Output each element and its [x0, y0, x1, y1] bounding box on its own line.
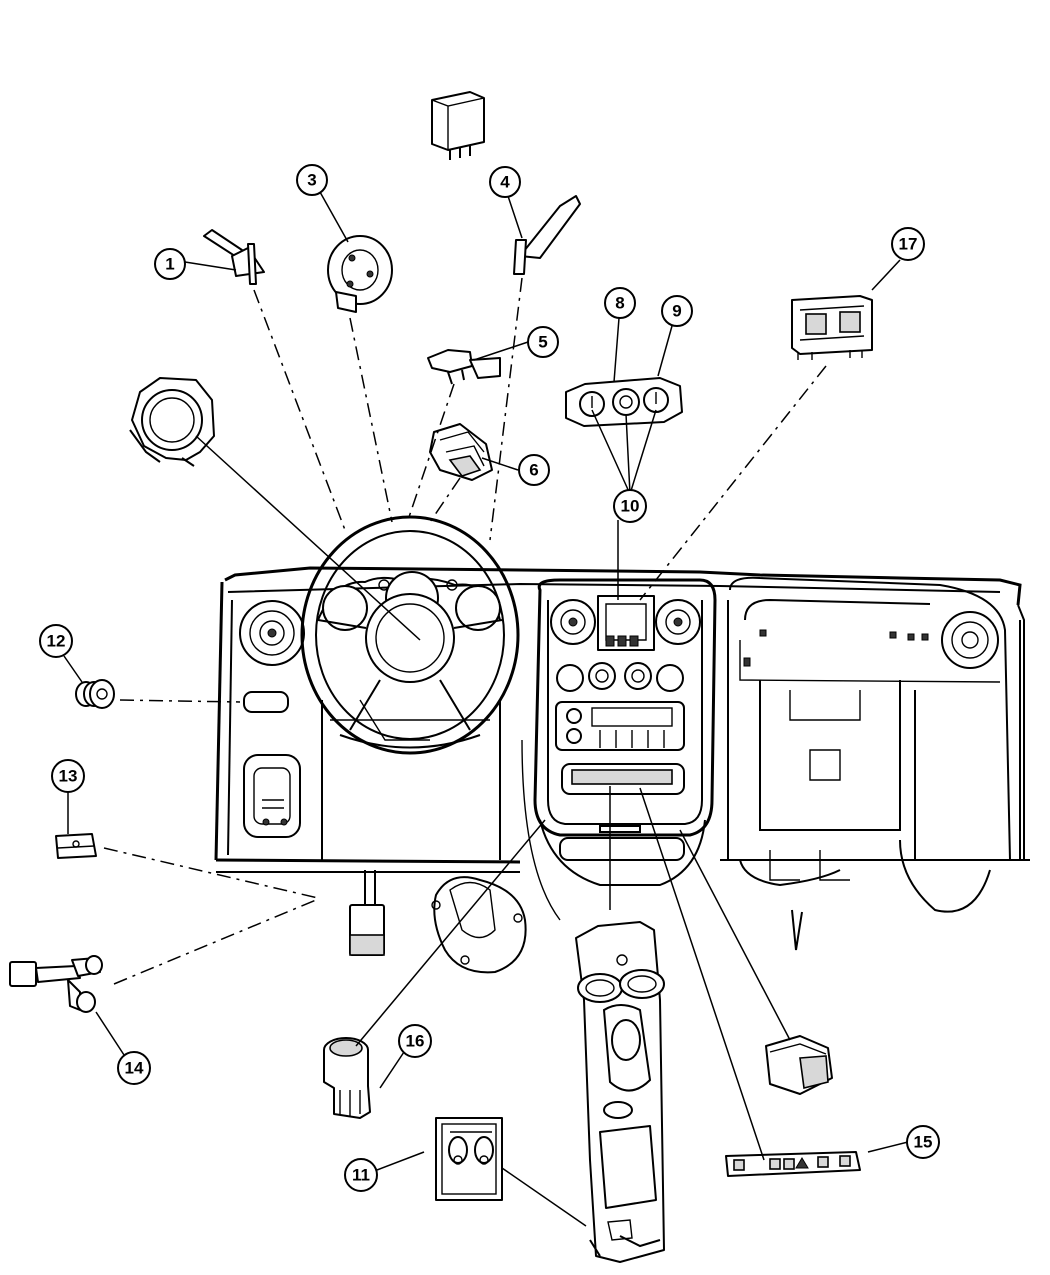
callout-label: 10 [621, 497, 640, 516]
callout-5: 5 [527, 326, 559, 358]
center-console-part [575, 921, 665, 1263]
seat-heater-switch-part [435, 1117, 503, 1201]
airbag-module-part [129, 377, 215, 467]
callout-9: 9 [661, 295, 693, 327]
callout-15: 15 [906, 1125, 940, 1159]
callout-13: 13 [51, 759, 85, 793]
callout-label: 15 [914, 1133, 933, 1152]
accessory-switch-part [765, 1035, 833, 1095]
callout-label: 16 [406, 1032, 425, 1051]
multifunction-switch-part [203, 229, 265, 285]
key-cylinder-part [429, 423, 493, 481]
hvac-control-part [565, 377, 683, 427]
callout-label: 3 [307, 171, 316, 190]
callout-8: 8 [604, 287, 636, 319]
callout-17: 17 [891, 227, 925, 261]
callout-14: 14 [117, 1051, 151, 1085]
callout-label: 12 [47, 632, 66, 651]
leader-lines [63, 191, 909, 1227]
clockspring-part [327, 235, 393, 313]
power-outlet-part [323, 1037, 371, 1119]
callout-12: 12 [39, 624, 73, 658]
callout-3: 3 [296, 164, 328, 196]
steering-column-lower [349, 870, 527, 974]
callout-11: 11 [344, 1158, 378, 1192]
control-module-part [791, 295, 873, 360]
callout-label: 5 [538, 333, 547, 352]
callout-1: 1 [154, 248, 186, 280]
callout-label: 13 [59, 767, 78, 786]
callout-10: 10 [613, 489, 647, 523]
wiper-switch-part [513, 195, 581, 275]
callout-label: 9 [672, 302, 681, 321]
callout-label: 8 [615, 294, 624, 313]
instrument-panel [214, 515, 1030, 951]
callout-label: 4 [500, 173, 510, 192]
relay-part [431, 91, 485, 160]
callout-label: 6 [529, 461, 538, 480]
callout-4: 4 [489, 166, 521, 198]
retainer-clip-part [55, 833, 97, 859]
callout-label: 14 [125, 1059, 144, 1078]
callout-label: 17 [899, 235, 918, 254]
ignition-switch-part [427, 349, 501, 385]
callout-16: 16 [398, 1024, 432, 1058]
wiring-connector-part [9, 955, 103, 1013]
callout-6: 6 [518, 454, 550, 486]
callout-label: 11 [352, 1166, 370, 1185]
switch-bank-part [725, 1151, 861, 1177]
headlamp-knob-part [75, 679, 115, 709]
callout-label: 1 [165, 255, 174, 274]
